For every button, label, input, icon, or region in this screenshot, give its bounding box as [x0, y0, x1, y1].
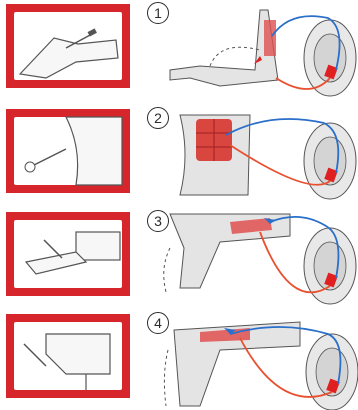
reflex-row-1: 1 [0, 0, 358, 100]
illustration-panel [6, 212, 130, 296]
reflex-row-4: 4 [0, 310, 358, 410]
reflex-row-2: 2 [0, 105, 358, 205]
reflex-arc-diagram [160, 105, 358, 205]
reflex-arc-diagram [160, 310, 358, 410]
reflex-arc-diagram [160, 0, 358, 100]
illustration-panel [6, 314, 130, 398]
illustration-panel [6, 4, 130, 88]
reflex-arc-diagram [160, 208, 358, 308]
reflex-row-3: 3 [0, 208, 358, 308]
illustration-panel [6, 109, 130, 193]
